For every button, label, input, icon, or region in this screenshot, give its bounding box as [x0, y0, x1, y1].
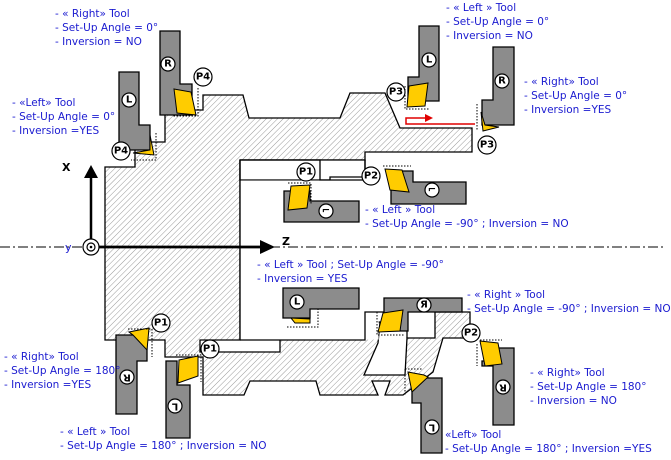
svg-text:P1: P1	[154, 318, 168, 329]
tool-right-0deg-inverted: R P3	[476, 46, 515, 155]
tool-mark-right: R	[160, 56, 176, 72]
svg-text:R: R	[164, 59, 172, 70]
annotation-right-tool-180: - « Right» Tool - Set-Up Angle = 180° - …	[530, 367, 647, 407]
annotation-right-tool-0deg-inverted: - « Right» Tool - Set-Up Angle = 0° - In…	[524, 76, 628, 116]
tool-clearance-line	[476, 339, 502, 366]
tool-right-minus90: Я	[376, 297, 463, 336]
tool-insert	[480, 111, 500, 132]
origin-dot	[89, 245, 93, 249]
tool-right-180-inverted: R P1	[115, 313, 171, 415]
annotation-left-tool-minus90: - « Left » Tool - Set-Up Angle = -90° ; …	[365, 204, 569, 230]
tool-clearance-line	[176, 354, 202, 382]
tool-clearance-line	[404, 86, 430, 110]
tool-clearance-line	[128, 328, 153, 357]
tool-mark-left: L	[289, 294, 305, 310]
svg-text:P2: P2	[364, 171, 378, 182]
feed-direction-arrow	[405, 117, 475, 125]
point-p2-bottom-right: P2	[461, 323, 481, 343]
tool-insert	[177, 355, 199, 384]
z-axis-label: Z	[282, 235, 290, 248]
tool-right-180: R P2	[461, 323, 515, 426]
tool-left-minus90-inverted: L	[282, 287, 360, 328]
svg-text:P4: P4	[114, 146, 128, 157]
annotation-left-tool-0deg-top-right: - « Left » Tool - Set-Up Angle = 0° - In…	[446, 2, 550, 42]
tool-insert	[132, 134, 155, 156]
svg-text:P2: P2	[464, 328, 478, 339]
svg-text:L: L	[428, 422, 435, 433]
tool-left-minus90-p2: ⌐ P2	[361, 165, 467, 205]
svg-text:R: R	[123, 372, 131, 383]
svg-text:P4: P4	[196, 72, 210, 83]
tool-clearance-line	[404, 368, 423, 395]
y-axis-label: y	[65, 241, 72, 254]
point-p2-center: P2	[361, 166, 381, 186]
svg-text:P3: P3	[480, 140, 494, 151]
point-p1-bottom-left: P1	[151, 313, 171, 333]
tool-insert	[287, 184, 311, 211]
tool-clearance-line	[287, 309, 319, 328]
tool-mark-left-inverted: L	[167, 398, 183, 414]
annotation-left-tool-180: - « Left » Tool - Set-Up Angle = 180° ; …	[60, 426, 267, 452]
svg-text:⌐: ⌐	[322, 206, 330, 217]
tool-insert	[407, 371, 429, 393]
tool-clearance-line	[173, 88, 199, 117]
svg-text:L: L	[126, 95, 133, 106]
svg-text:R: R	[499, 382, 507, 393]
tool-mark-right-inverted: R	[119, 369, 135, 385]
tool-mark-left-inverted: L	[424, 419, 440, 435]
tool-mark-right-rotated: Я	[416, 297, 432, 313]
tool-shank	[411, 377, 443, 454]
tool-shank	[118, 71, 151, 151]
origin-inner-circle	[86, 242, 96, 252]
x-axis-label: X	[62, 161, 71, 174]
svg-text:P1: P1	[299, 167, 313, 178]
tool-right-0deg: R P4	[159, 30, 213, 117]
svg-text:P3: P3	[389, 87, 403, 98]
annotation-left-tool-180-inverted: «Left» Tool - Set-Up Angle = 180° ; Inve…	[445, 429, 652, 455]
tool-mark-left-rotated: ⌐	[318, 203, 334, 219]
tool-insert	[377, 309, 404, 333]
annotation-right-tool-180-inverted: - « Right» Tool - Set-Up Angle = 180° - …	[4, 351, 121, 391]
svg-text:L: L	[294, 297, 301, 308]
tool-left-180-inverted: L	[404, 368, 443, 454]
svg-text:L: L	[426, 55, 433, 66]
point-p1-center: P1	[296, 162, 316, 182]
point-p4-left: P4	[111, 141, 131, 161]
tool-mark-left: L	[121, 92, 137, 108]
tool-insert	[406, 82, 429, 108]
svg-text:Я: Я	[420, 300, 428, 311]
point-p3-top: P3	[386, 82, 406, 102]
tool-mark-right-inverted: R	[495, 379, 511, 395]
z-axis-arrowhead	[260, 240, 275, 254]
point-p4-top: P4	[193, 67, 213, 87]
tool-left-0deg-top-right: L P3	[386, 25, 440, 110]
svg-text:⌐: ⌐	[428, 185, 436, 196]
annotation-left-tool-minus90-inverted: - « Left » Tool ; Set-Up Angle = -90° - …	[257, 259, 444, 285]
tool-insert	[384, 168, 410, 193]
tool-insert	[173, 88, 197, 116]
tool-left-180: L P1	[165, 339, 220, 439]
feed-arrowhead	[425, 114, 433, 122]
tool-shank	[282, 287, 360, 319]
point-p1-bottom: P1	[200, 339, 220, 359]
tool-insert	[479, 340, 503, 367]
svg-text:P1: P1	[203, 344, 217, 355]
annotation-right-tool-0deg: - « Right» Tool - Set-Up Angle = 0° - In…	[55, 8, 159, 48]
tool-mark-right: R	[494, 73, 510, 89]
point-p3-right: P3	[477, 135, 497, 155]
tool-left-minus90-p1: ⌐ P1	[283, 162, 360, 223]
svg-text:R: R	[498, 76, 506, 87]
tool-left-0deg-inverted: L P4	[111, 71, 157, 161]
annotation-right-tool-minus90: - « Right » Tool - Set-Up Angle = -90° ;…	[467, 289, 671, 315]
tool-mark-left-rotated: ⌐	[424, 182, 440, 198]
annotation-left-tool-0deg-inverted: - «Left» Tool - Set-Up Angle = 0° - Inve…	[12, 97, 116, 137]
svg-text:L: L	[171, 401, 178, 412]
tool-mark-left: L	[421, 52, 437, 68]
tool-clearance-line	[131, 133, 157, 161]
tool-insert	[127, 327, 150, 352]
x-axis-arrowhead	[84, 165, 98, 178]
tool-insert	[289, 317, 311, 324]
